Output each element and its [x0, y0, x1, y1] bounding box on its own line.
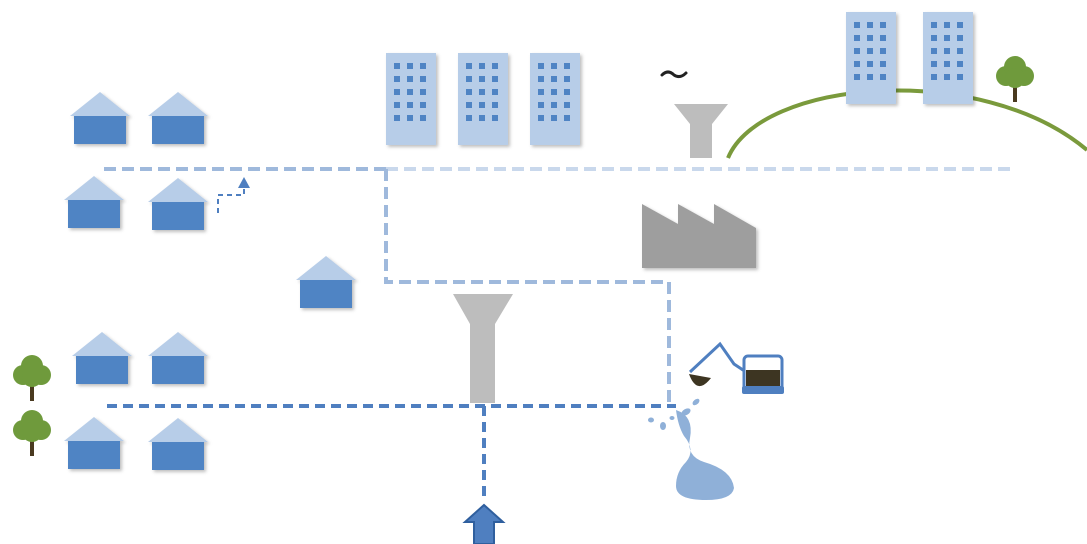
water-tower-icon [674, 104, 728, 158]
house-icon [148, 178, 208, 230]
apartment-building-icon [458, 53, 508, 145]
tree-icon [13, 410, 51, 456]
house-icon [296, 256, 356, 308]
factory-icon [642, 204, 756, 268]
apartment-building-icon [386, 53, 436, 145]
house-icon [72, 332, 132, 384]
tree-icon [13, 355, 51, 401]
tree-icon [996, 56, 1034, 102]
pipe-loop [384, 169, 671, 405]
house-icon [64, 417, 124, 469]
hill-icon [726, 88, 1087, 159]
house-icon [70, 92, 130, 144]
house-icon [148, 418, 208, 470]
apartment-building-icon [846, 12, 896, 104]
house-icon [64, 176, 124, 228]
bird-icon [660, 70, 688, 79]
water-spill-icon [648, 398, 734, 500]
house-icon [148, 92, 208, 144]
pipe-network [104, 167, 1015, 500]
apartment-building-icon [923, 12, 973, 104]
apartment-building-icon [530, 53, 580, 145]
house-icon [148, 332, 208, 384]
inflow-arrow-icon [462, 503, 506, 544]
pipe-riser-arrowhead [238, 177, 250, 188]
treatment-plant-icon [688, 341, 784, 394]
pipe-small-riser [217, 186, 245, 213]
water-tower-icon [453, 294, 513, 403]
